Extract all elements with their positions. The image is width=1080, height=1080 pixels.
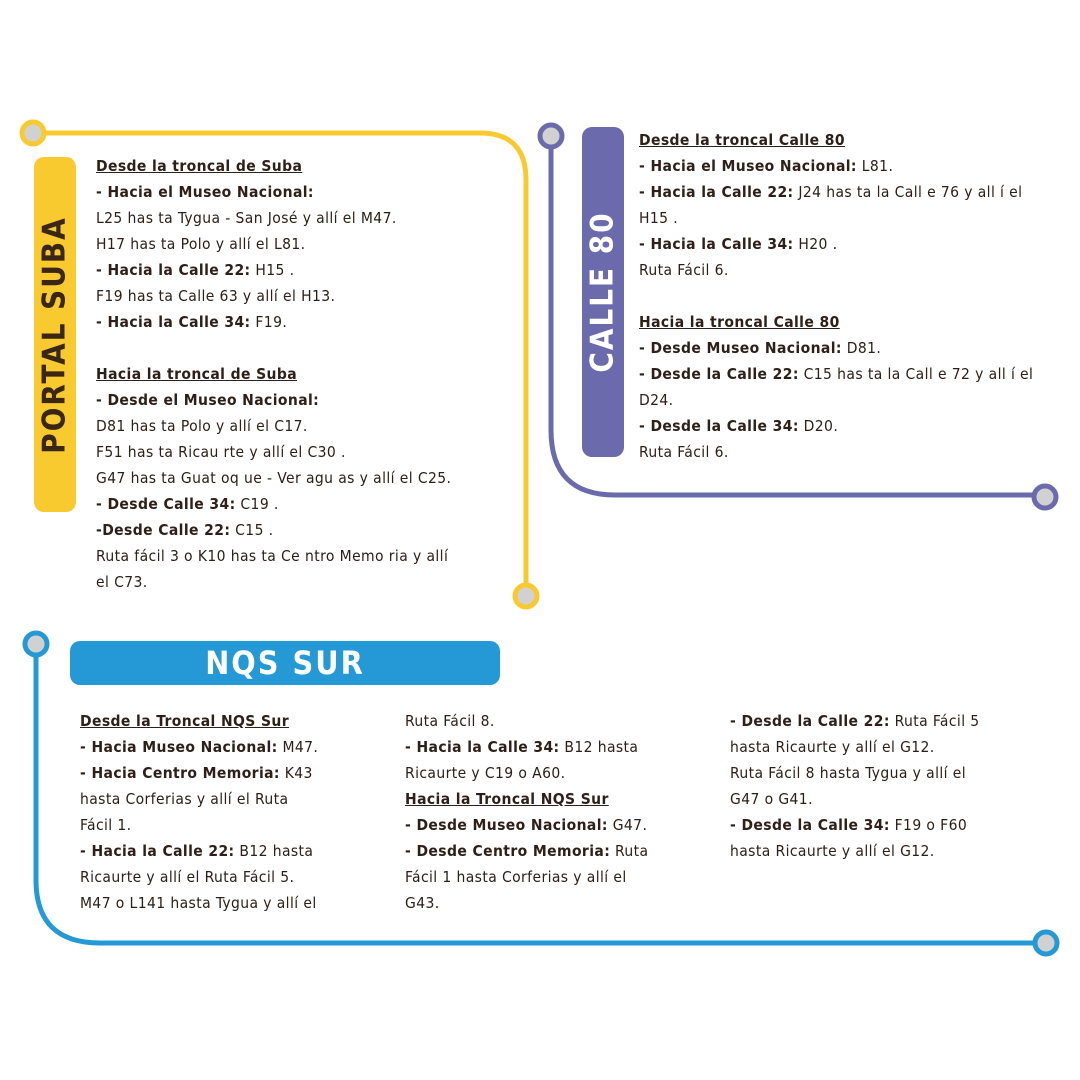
calle80-line: Ruta Fácil 6. bbox=[639, 261, 729, 279]
nqs-line: hasta Corferias y allí el Ruta bbox=[80, 790, 289, 808]
suba-end-node bbox=[512, 582, 540, 610]
calle80-line: D24. bbox=[639, 391, 674, 409]
calle80-heading-from: Desde la troncal Calle 80 bbox=[639, 131, 845, 149]
calle80-tag: CALLE 80 bbox=[582, 127, 624, 457]
calle80-end-node bbox=[1031, 483, 1059, 511]
suba-route-line bbox=[33, 130, 529, 596]
nqs-line: Ricaurte y allí el Ruta Fácil 5. bbox=[80, 868, 295, 886]
nqs-start-node bbox=[22, 630, 50, 658]
nqs-line: - Desde la Calle 34: F19 o F60 bbox=[730, 816, 968, 834]
nqs-line: - Hacia Museo Nacional: M47. bbox=[80, 738, 319, 756]
nqs-line: - Hacia la Calle 22: B12 hasta bbox=[80, 842, 314, 860]
nqs-line: G47 o G41. bbox=[730, 790, 813, 808]
nqs-line: Ruta Fácil 8 hasta Tygua y allí el bbox=[730, 764, 966, 782]
nqs-end-node bbox=[1032, 929, 1060, 957]
nqs-line: G43. bbox=[405, 894, 440, 912]
nqs-sur-tag: NQS SUR bbox=[70, 641, 500, 685]
nqs-line: Fácil 1. bbox=[80, 816, 132, 834]
nqs-column-2: Ruta Fácil 8. - Hacia la Calle 34: B12 h… bbox=[405, 708, 648, 916]
nqs-heading-to: Hacia la Troncal NQS Sur bbox=[405, 790, 609, 808]
calle80-heading-to: Hacia la troncal Calle 80 bbox=[639, 313, 840, 331]
suba-line: H17 has ta Polo y allí el L81. bbox=[96, 235, 306, 253]
calle80-line: H15 . bbox=[639, 209, 679, 227]
suba-line: F51 has ta Ricau rte y allí el C30 . bbox=[96, 443, 346, 461]
nqs-line: - Hacia Centro Memoria: K43 bbox=[80, 764, 313, 782]
suba-line: - Hacia la Calle 22: H15 . bbox=[96, 261, 295, 279]
suba-line: F19 has ta Calle 63 y allí el H13. bbox=[96, 287, 336, 305]
calle80-line: Ruta Fácil 6. bbox=[639, 443, 729, 461]
nqs-line: Fácil 1 hasta Corferias y allí el bbox=[405, 868, 627, 886]
nqs-line: - Hacia la Calle 34: B12 hasta bbox=[405, 738, 639, 756]
suba-start-node bbox=[19, 119, 47, 147]
nqs-line: hasta Ricaurte y allí el G12. bbox=[730, 738, 935, 756]
calle80-line: - Hacia la Calle 34: H20 . bbox=[639, 235, 838, 253]
nqs-line: - Desde Centro Memoria: Ruta bbox=[405, 842, 649, 860]
portal-suba-title: PORTAL SUBA bbox=[37, 215, 74, 454]
nqs-column-1: Desde la Troncal NQS Sur - Hacia Museo N… bbox=[80, 708, 318, 916]
suba-line: L25 has ta Tygua - San José y allí el M4… bbox=[96, 209, 397, 227]
nqs-line: - Desde Museo Nacional: G47. bbox=[405, 816, 648, 834]
calle80-routes-block: Desde la troncal Calle 80 - Hacia el Mus… bbox=[639, 127, 1033, 465]
suba-line: Ruta fácil 3 o K10 has ta Ce ntro Memo r… bbox=[96, 547, 449, 565]
calle80-route-line bbox=[548, 136, 1045, 498]
suba-line: -Desde Calle 22: C15 . bbox=[96, 521, 274, 539]
calle80-line: - Desde Museo Nacional: D81. bbox=[639, 339, 882, 357]
suba-line: - Desde Calle 34: C19 . bbox=[96, 495, 279, 513]
nqs-line: - Desde la Calle 22: Ruta Fácil 5 bbox=[730, 712, 980, 730]
calle80-line: - Hacia el Museo Nacional: L81. bbox=[639, 157, 894, 175]
calle80-title: CALLE 80 bbox=[585, 211, 622, 373]
nqs-route-line bbox=[33, 644, 1046, 946]
nqs-sur-title: NQS SUR bbox=[205, 644, 365, 682]
calle80-start-node bbox=[537, 122, 565, 150]
nqs-line: Ricaurte y C19 o A60. bbox=[405, 764, 566, 782]
calle80-line: - Hacia la Calle 22: J24 has ta la Call … bbox=[639, 183, 1023, 201]
suba-line: - Hacia la Calle 34: F19. bbox=[96, 313, 288, 331]
suba-line: - Hacia el Museo Nacional: bbox=[96, 183, 314, 201]
suba-line: D81 has ta Polo y allí el C17. bbox=[96, 417, 308, 435]
calle80-line: - Desde la Calle 34: D20. bbox=[639, 417, 839, 435]
calle80-line: - Desde la Calle 22: C15 has ta la Call … bbox=[639, 365, 1034, 383]
suba-line: el C73. bbox=[96, 573, 148, 591]
nqs-column-3: - Desde la Calle 22: Ruta Fácil 5 hasta … bbox=[730, 708, 980, 864]
nqs-line: hasta Ricaurte y allí el G12. bbox=[730, 842, 935, 860]
suba-heading-to: Hacia la troncal de Suba bbox=[96, 365, 298, 383]
suba-heading-from: Desde la troncal de Suba bbox=[96, 157, 303, 175]
nqs-heading-from: Desde la Troncal NQS Sur bbox=[80, 712, 290, 730]
suba-line: - Desde el Museo Nacional: bbox=[96, 391, 320, 409]
nqs-line: Ruta Fácil 8. bbox=[405, 712, 495, 730]
portal-suba-tag: PORTAL SUBA bbox=[34, 157, 76, 512]
suba-line: G47 has ta Guat oq ue - Ver agu as y all… bbox=[96, 469, 452, 487]
nqs-line: M47 o L141 hasta Tygua y allí el bbox=[80, 894, 317, 912]
suba-routes-block: Desde la troncal de Suba - Hacia el Muse… bbox=[96, 153, 451, 595]
